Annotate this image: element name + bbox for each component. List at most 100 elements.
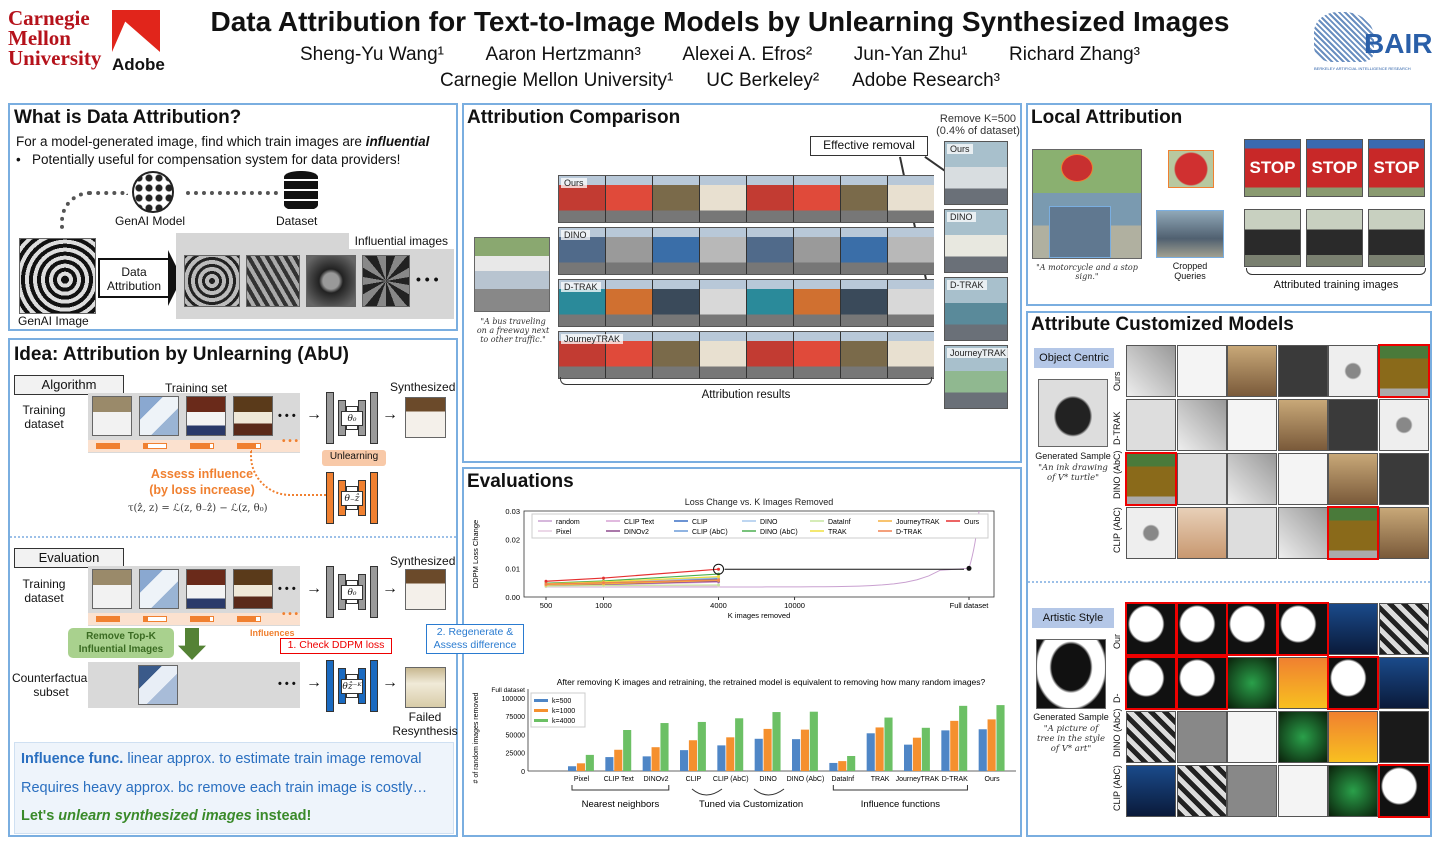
attributed-bus-image — [606, 228, 652, 274]
data-point — [602, 576, 606, 580]
attributed-image — [1378, 453, 1429, 505]
attributed-bus-image — [888, 332, 934, 378]
remove-k-text: Remove K=500 — [939, 113, 1017, 125]
arrow: → — [382, 406, 398, 423]
training-set-label: Training set — [165, 381, 228, 395]
attributed-bus-image — [794, 228, 840, 274]
brace — [1246, 268, 1426, 275]
genai-model-label: GenAI Model — [115, 214, 186, 228]
stop-sign-image: STOP — [1306, 139, 1363, 197]
motorcycle-image — [1244, 209, 1301, 267]
attributed-bus-image — [747, 176, 793, 222]
model-params-label: θ₋ẑ — [341, 491, 363, 506]
bair-logo: BAIR BERKELEY ARTIFICIAL INTELLIGENCE RE… — [1312, 8, 1438, 74]
section-divider — [1028, 581, 1430, 583]
data-point — [717, 567, 721, 571]
style-prompt: "A picture of tree in the style of V* ar… — [1036, 724, 1106, 754]
cmu-logo: Carnegie Mellon University — [8, 8, 108, 69]
attributed-bus-image — [841, 176, 887, 222]
attributed-image — [1176, 765, 1227, 817]
panel-customized-models: Attribute Customized Models Object Centr… — [1026, 311, 1432, 837]
legend-swatch — [534, 699, 548, 702]
bar — [904, 744, 913, 771]
author: Richard Zhang³ — [1009, 44, 1140, 65]
x-tick-label: Ours — [985, 776, 1001, 783]
attributed-images-label: Attributed training images — [1273, 279, 1399, 291]
influence-bar — [143, 616, 167, 622]
author: Alexei A. Efros² — [682, 44, 813, 65]
bar — [996, 705, 1005, 771]
attributed-image-highlighted — [1175, 602, 1228, 656]
attributed-bus-image — [794, 176, 840, 222]
attributed-image — [1277, 453, 1328, 505]
bar — [884, 717, 893, 771]
x-tick-label: CLIP — [686, 776, 702, 783]
y-tick-label: Full dataset — [491, 687, 525, 694]
attributed-bus-image — [606, 280, 652, 326]
legend-label: CLIP (AbC) — [692, 529, 728, 536]
influence-bar — [237, 616, 261, 622]
dotted-arrow — [186, 191, 278, 195]
bar — [735, 718, 744, 771]
row-label: D-TRAK — [561, 282, 601, 292]
regenerate-box: 2. Regenerate & Assess difference — [426, 624, 524, 654]
row-label: D-TRAK — [1112, 411, 1122, 446]
plot-frame — [523, 510, 995, 598]
attributed-bus-image — [888, 228, 934, 274]
legend-frame — [530, 692, 586, 728]
attributed-image — [1176, 711, 1227, 763]
training-image — [92, 396, 132, 436]
attributed-image-highlighted — [1175, 656, 1228, 710]
network-layer — [326, 472, 334, 524]
definition-prefix: For a model-generated image, find which … — [16, 134, 366, 149]
failed-resynthesis-label: Failed Resynthesis — [392, 710, 458, 738]
attributed-bus-image — [747, 332, 793, 378]
legend-swatch — [534, 719, 548, 722]
x-tick-label: DINOv2 — [644, 776, 669, 783]
effective-removal-box: Effective removal — [810, 136, 928, 156]
bar — [642, 756, 651, 771]
cmu-logo-line: Mellon — [8, 26, 71, 50]
training-image — [186, 569, 226, 609]
attributed-image — [1227, 399, 1277, 451]
row-label: CLIP (AbC) — [1112, 507, 1122, 553]
bar — [829, 762, 838, 771]
counterfactual-image — [138, 665, 178, 705]
influential-image — [362, 255, 410, 307]
influence-bar — [96, 443, 120, 449]
attributed-image-highlighted — [1377, 764, 1430, 818]
equivalent-random-removal-bar-chart: After removing K images and retraining, … — [473, 677, 1016, 810]
removal-result-image: DINO — [944, 209, 1008, 273]
row-label: D- — [1112, 693, 1122, 704]
row-label: Our — [1112, 633, 1122, 649]
attributed-image — [1176, 507, 1227, 559]
object-prompt: "An ink drawing of V* turtle" — [1038, 463, 1108, 483]
legend-label: DataInf — [828, 519, 851, 526]
data-point — [544, 582, 548, 586]
data-point — [717, 578, 721, 582]
attributed-image-highlighted — [1125, 602, 1177, 656]
attribution-row: Ours — [558, 175, 934, 223]
influential-image — [306, 255, 356, 307]
attributed-image — [1227, 453, 1277, 505]
panel-local-attribution: Local Attribution "A motorcycle and a st… — [1026, 103, 1432, 306]
influence-bar-fill — [97, 444, 119, 448]
ellipsis: • • • — [282, 609, 299, 620]
attributed-bus-image — [700, 332, 746, 378]
bar — [726, 737, 735, 771]
y-tick-label: 0.00 — [505, 593, 520, 602]
bar — [847, 755, 856, 771]
influence-bar — [237, 443, 261, 449]
bar — [978, 729, 987, 771]
network-layer — [370, 566, 378, 618]
definition-emph: influential — [365, 134, 430, 149]
attributed-bus-image — [794, 280, 840, 326]
motorcycle-box — [1049, 206, 1111, 258]
attributed-bus-image — [747, 280, 793, 326]
row-label: CLIP (AbC) — [1112, 765, 1122, 811]
influence-bar-fill — [238, 444, 256, 448]
legend-label: Pixel — [556, 529, 572, 536]
stop-text: STOP — [1249, 158, 1296, 177]
influential-image — [184, 255, 240, 307]
